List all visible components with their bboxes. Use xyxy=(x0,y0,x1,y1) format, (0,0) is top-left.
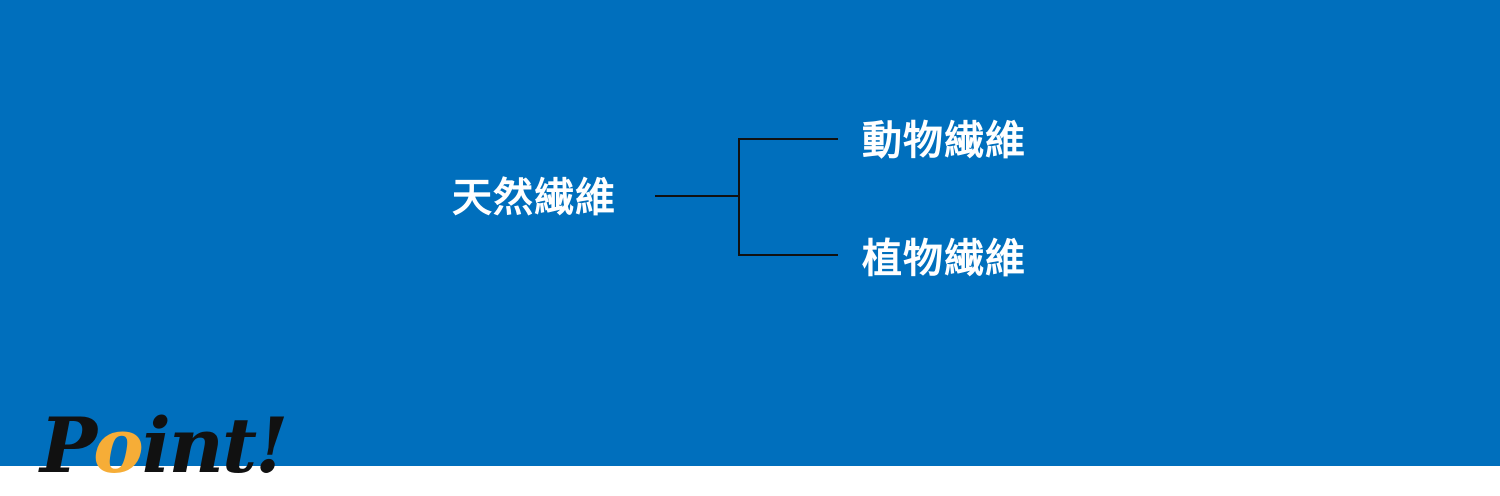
root-node-label: 天然繊維 xyxy=(452,175,616,221)
point-badge-accent: o xyxy=(93,401,144,490)
point-badge: Point! xyxy=(40,398,289,494)
point-badge-start: P xyxy=(40,401,95,490)
diagram-panel: 天然繊維 動物繊維 植物繊維 xyxy=(0,0,1500,466)
tree-connector-lines xyxy=(655,138,838,256)
child-node-animal-fiber: 動物繊維 xyxy=(862,118,1026,164)
point-badge-end: int! xyxy=(141,401,289,490)
child-node-plant-fiber: 植物繊維 xyxy=(862,236,1026,282)
